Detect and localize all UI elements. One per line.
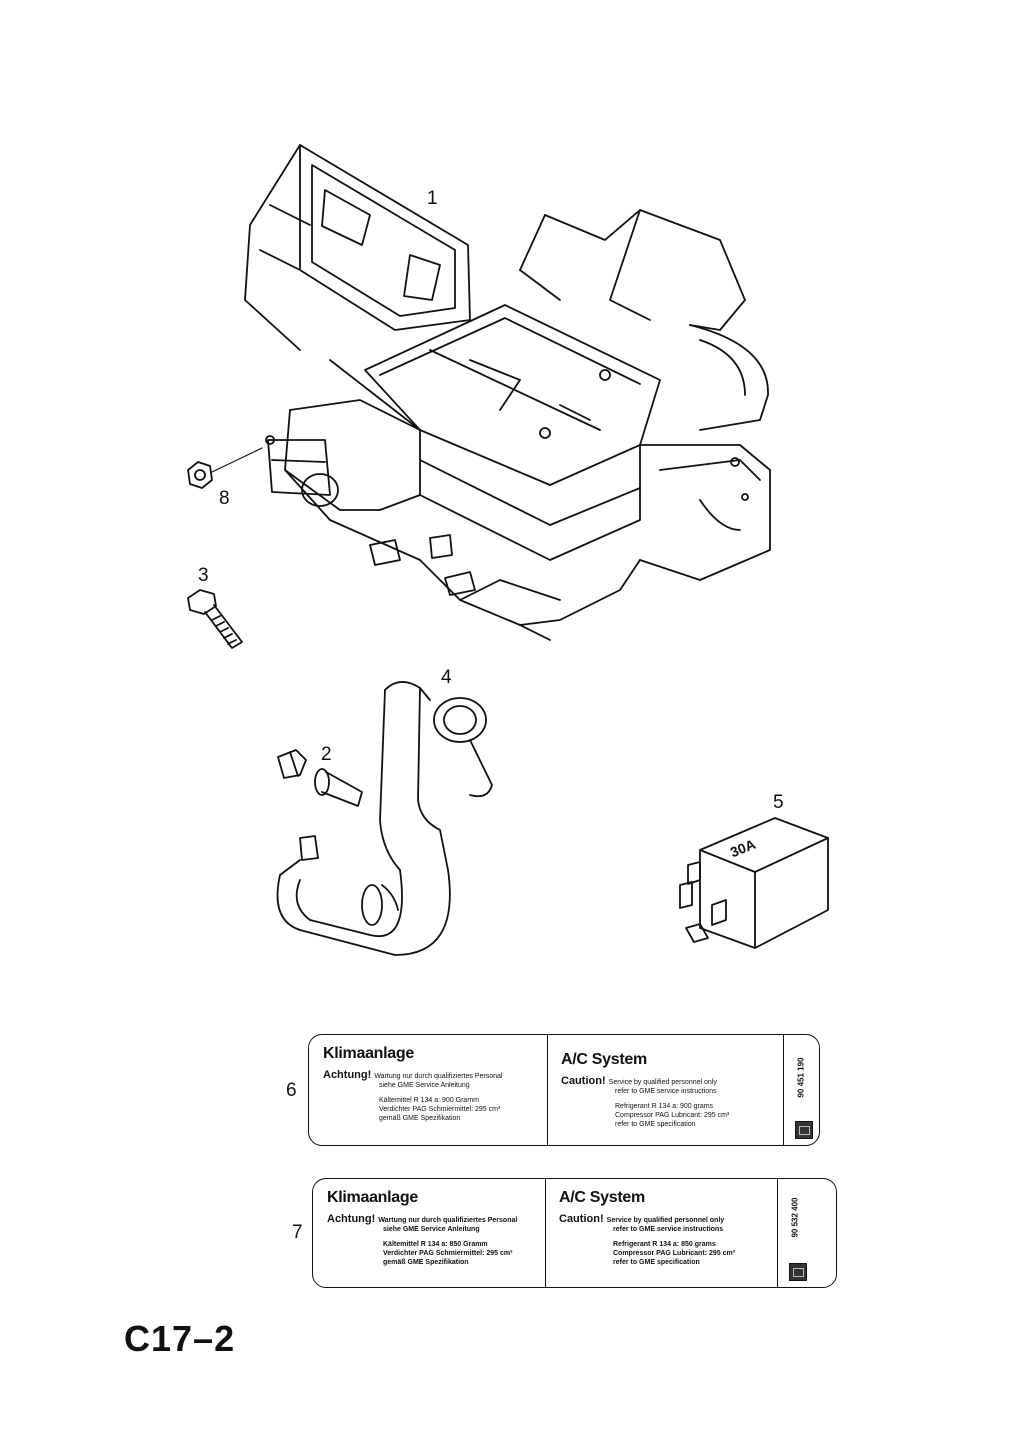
bolt	[187, 589, 243, 649]
heater-housing-assembly	[244, 144, 771, 641]
label-7-de-warn-text: Wartung nur durch qualifiziertes Persona…	[378, 1217, 518, 1224]
callout-2: 2	[321, 744, 332, 765]
service-label-7: Klimaanlage Achtung! Wartung nur durch q…	[312, 1178, 837, 1288]
label-6-de-line2: siehe GME Service Anleitung	[379, 1082, 470, 1089]
hex-nut	[187, 447, 263, 489]
service-label-6: Klimaanlage Achtung! Wartung nur durch q…	[308, 1034, 820, 1146]
label-7-en-title: A/C System	[559, 1189, 645, 1206]
push-clip	[277, 749, 363, 807]
label-7-en-warn: Caution!	[559, 1213, 604, 1225]
label-6-part-number: 90 451 190	[796, 1057, 806, 1098]
label-7-de-warning: Achtung! Wartung nur durch qualifizierte…	[327, 1213, 517, 1225]
label-6-english: A/C System Caution! Service by qualified…	[561, 1051, 729, 1129]
label-6-divider-right	[783, 1035, 784, 1145]
gm-logo	[789, 1263, 807, 1281]
label-7-de-warn: Achtung!	[327, 1213, 376, 1225]
label-7-en-warn-text: Service by qualified personnel only	[606, 1217, 725, 1224]
relay	[679, 817, 829, 949]
label-6-de-title: Klimaanlage	[323, 1045, 414, 1062]
callout-8: 8	[219, 488, 230, 509]
callout-1: 1	[427, 188, 438, 209]
gm-logo	[795, 1121, 813, 1139]
label-7-de-line4: Verdichter PAG Schmiermittel: 295 cm³	[383, 1250, 513, 1257]
label-7-divider	[545, 1179, 546, 1287]
label-7-de-line2: siehe GME Service Anleitung	[383, 1226, 480, 1233]
label-6-de-line4: Verdichter PAG Schmiermittel: 295 cm³	[379, 1106, 501, 1113]
label-6-en-warning: Caution! Service by qualified personnel …	[561, 1075, 729, 1087]
label-6-de-warning: Achtung! Wartung nur durch qualifizierte…	[323, 1069, 502, 1081]
label-6-de-line5: gemäß GME Spezifikation	[379, 1115, 461, 1122]
label-7-de-title: Klimaanlage	[327, 1189, 418, 1206]
callout-4: 4	[441, 667, 452, 688]
label-6-en-line2: refer to GME service instructions	[615, 1088, 717, 1095]
label-7-part-number: 90 532 400	[790, 1197, 800, 1238]
callout-7: 7	[292, 1222, 303, 1243]
label-7-divider-right	[777, 1179, 778, 1287]
label-6-en-title: A/C System	[561, 1051, 647, 1068]
callout-3: 3	[198, 565, 209, 586]
drain-hose	[276, 681, 493, 956]
label-6-de-warn-text: Wartung nur durch qualifiziertes Persona…	[374, 1073, 503, 1080]
label-7-en-line5: refer to GME specification	[613, 1259, 700, 1266]
callout-5: 5	[773, 792, 784, 813]
label-7-en-line3: Refrigerant R 134 a: 850 grams	[613, 1241, 716, 1248]
label-7-de-line3: Kältemittel R 134 a: 850 Gramm	[383, 1241, 488, 1248]
label-6-en-warn-text: Service by qualified personnel only	[608, 1079, 717, 1086]
label-6-en-line5: refer to GME specification	[615, 1121, 696, 1128]
label-6-german: Klimaanlage Achtung! Wartung nur durch q…	[323, 1045, 502, 1123]
label-7-german: Klimaanlage Achtung! Wartung nur durch q…	[327, 1189, 517, 1267]
callout-6: 6	[286, 1080, 297, 1101]
label-7-de-line5: gemäß GME Spezifikation	[383, 1259, 469, 1266]
label-7-en-line4: Compressor PAG Lubricant: 295 cm³	[613, 1250, 736, 1257]
label-6-en-line4: Compressor PAG Lubricant: 295 cm³	[615, 1112, 730, 1119]
label-7-en-warning: Caution! Service by qualified personnel …	[559, 1213, 735, 1225]
label-6-en-warn: Caution!	[561, 1075, 606, 1087]
label-6-divider	[547, 1035, 548, 1145]
label-7-english: A/C System Caution! Service by qualified…	[559, 1189, 735, 1267]
label-7-en-line2: refer to GME service instructions	[613, 1226, 724, 1233]
label-6-de-warn: Achtung!	[323, 1069, 372, 1081]
label-6-de-line3: Kältemittel R 134 a: 900 Gramm	[379, 1097, 479, 1104]
label-6-en-line3: Refrigerant R 134 a: 900 grams	[615, 1103, 714, 1110]
page-code: C17–2	[124, 1318, 236, 1359]
